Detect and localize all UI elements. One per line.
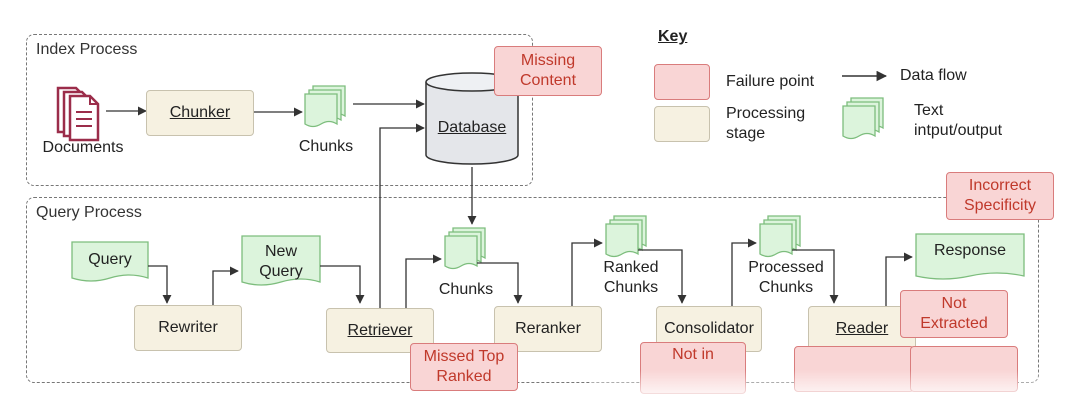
index-chunks-icon xyxy=(304,85,346,128)
reader-stage: Reader xyxy=(808,306,916,352)
response-label: Response xyxy=(933,242,1007,259)
index-process-title: Index Process xyxy=(36,41,138,58)
query-doc-shape xyxy=(71,241,149,282)
bottom-fade-overlay xyxy=(590,370,1080,416)
incorrect-specificity-failure: Incorrect Specificity xyxy=(946,172,1054,220)
ranked-chunks-label: Ranked Chunks xyxy=(603,259,659,296)
key-failure-label: Failure point xyxy=(726,73,815,90)
documents-icon xyxy=(56,86,100,142)
key-data-flow-label: Data flow xyxy=(900,67,967,84)
database-label: Database xyxy=(437,119,507,136)
query-chunks-label: Chunks xyxy=(438,281,494,298)
index-process-region xyxy=(26,34,533,186)
key-processing-label: Processing stage xyxy=(726,105,806,142)
key-text-io-icon xyxy=(842,97,884,140)
key-processing-swatch xyxy=(654,106,710,142)
missed-top-ranked-failure: Missed Top Ranked xyxy=(410,343,518,391)
index-chunks-label: Chunks xyxy=(298,138,354,155)
missing-content-failure: Missing Content xyxy=(494,46,602,96)
key-failure-swatch xyxy=(654,64,710,100)
key-text-io-label: Text intput/output xyxy=(914,102,1003,139)
response-doc-shape xyxy=(915,233,1025,280)
query-label: Query xyxy=(88,251,132,268)
not-extracted-failure: Not Extracted xyxy=(900,290,1008,338)
new-query-label: New Query xyxy=(259,243,303,280)
processed-chunks-label: Processed Chunks xyxy=(748,259,824,296)
new-query-doc-shape xyxy=(241,235,321,286)
query-process-title: Query Process xyxy=(36,204,142,221)
key-title: Key xyxy=(658,28,688,45)
query-process-region xyxy=(26,197,1039,383)
documents-label: Documents xyxy=(42,139,124,156)
chunker-stage: Chunker xyxy=(146,90,254,136)
rewriter-stage: Rewriter xyxy=(134,305,242,351)
